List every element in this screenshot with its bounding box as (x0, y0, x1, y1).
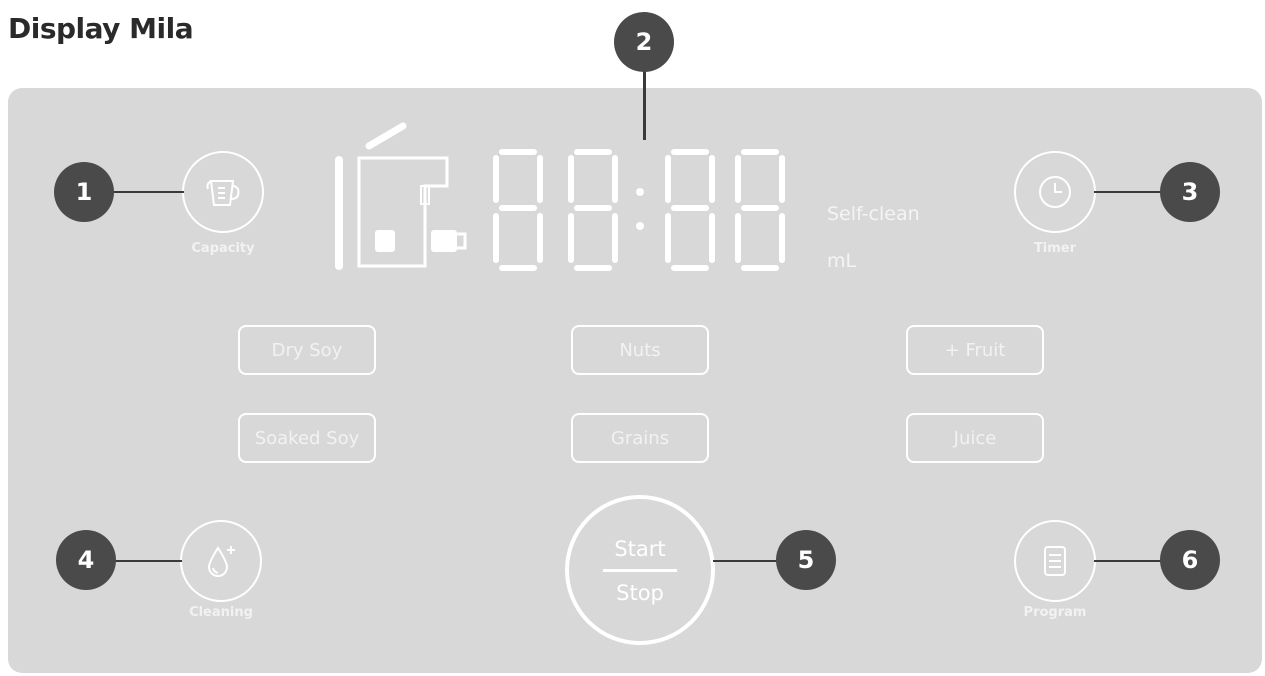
clock-icon (1039, 176, 1071, 208)
cleaning-button[interactable] (180, 520, 262, 602)
dry-soy-button[interactable]: Dry Soy (238, 325, 376, 375)
digit-1 (493, 149, 543, 271)
leader-line-3 (1094, 191, 1166, 193)
colon-dot-top (636, 188, 644, 196)
machine-icon (335, 122, 467, 270)
colon-dot-bottom (636, 222, 644, 230)
juice-button[interactable]: Juice (906, 413, 1044, 463)
ml-unit-indicator: mL (827, 250, 857, 272)
program-button[interactable] (1014, 520, 1096, 602)
callout-5: 5 (776, 530, 836, 590)
digit-4 (735, 149, 785, 271)
stop-label: Stop (616, 581, 664, 605)
cleaning-label: Cleaning (189, 605, 253, 620)
fruit-button[interactable]: + Fruit (906, 325, 1044, 375)
seven-segment-display (493, 149, 785, 271)
page-title: Display Mila (8, 12, 194, 45)
timer-label: Timer (1033, 241, 1077, 256)
grains-button[interactable]: Grains (571, 413, 709, 463)
capacity-button[interactable] (182, 151, 264, 233)
leader-line-1 (100, 191, 184, 193)
callout-2: 2 (614, 12, 674, 72)
digit-2 (568, 149, 618, 271)
self-clean-indicator: Self-clean (827, 203, 920, 225)
water-drop-icon (207, 546, 235, 577)
callout-4: 4 (56, 530, 116, 590)
start-stop-button[interactable]: Start Stop (565, 495, 715, 645)
digit-3 (665, 149, 715, 271)
soaked-soy-button[interactable]: Soaked Soy (238, 413, 376, 463)
timer-button[interactable] (1014, 151, 1096, 233)
measuring-cup-icon (206, 180, 240, 206)
list-document-icon (1044, 546, 1066, 576)
start-label: Start (614, 537, 666, 561)
leader-line-6 (1094, 560, 1166, 562)
start-stop-divider (603, 569, 677, 572)
callout-1: 1 (54, 162, 114, 222)
callout-3: 3 (1160, 162, 1220, 222)
nuts-button[interactable]: Nuts (571, 325, 709, 375)
capacity-label: Capacity (191, 241, 255, 256)
leader-line-4 (100, 560, 182, 562)
leader-line-5 (713, 560, 783, 562)
callout-6: 6 (1160, 530, 1220, 590)
leader-line-2 (643, 60, 646, 140)
program-label: Program (1023, 605, 1087, 620)
